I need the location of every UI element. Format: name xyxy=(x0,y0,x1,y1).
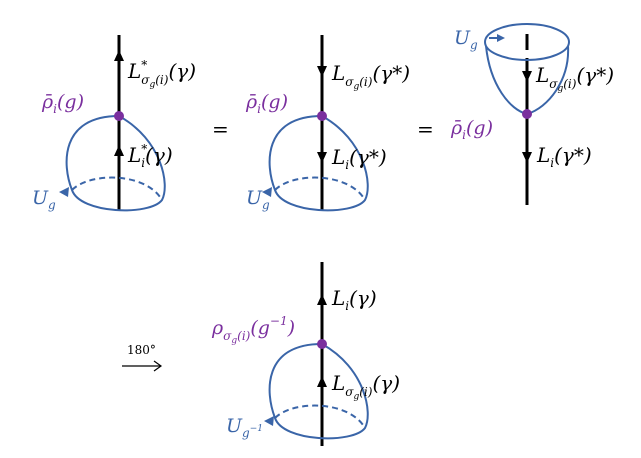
panel-2-vertex xyxy=(317,111,327,121)
panel-1-cap-back-edge xyxy=(71,176,163,201)
panel-1-cap-arrow-icon xyxy=(59,187,69,197)
panel-1-cap-label: Ug xyxy=(32,187,56,212)
panel-1-upper-label: L*σg(i)(γ) xyxy=(127,58,196,90)
equals-sign-2: = xyxy=(417,117,434,141)
panel-2-vertex-label: ρ̄i(g) xyxy=(245,91,288,116)
panel-1-cap-surface xyxy=(65,115,166,212)
panel-2-cap-label: Ug xyxy=(246,187,270,212)
rotation-arrow-head-icon xyxy=(153,360,163,372)
panel-3-vertex xyxy=(522,109,532,119)
panel-1-vertex-label: ρ̄i(g) xyxy=(41,91,84,116)
panel-3-cap-label: Ug xyxy=(454,27,478,52)
panel-3-vertex-label: ρ̄i(g) xyxy=(450,117,493,142)
panel-1-upper-arrow xyxy=(114,50,124,61)
equals-sign-1: = xyxy=(212,117,229,141)
panel-2: Lσg(i)(γ*) Li(γ*) ρ̄i(g) Ug xyxy=(245,35,410,212)
panel-3-cup-rim xyxy=(484,23,570,61)
panel-4: Li(γ) Lσg(i)(γ) ρσg(i)(g−1) Ug−1 xyxy=(211,262,400,446)
panel-4-cap-label: Ug−1 xyxy=(226,415,263,440)
panel-2-upper-label: Lσg(i)(γ*) xyxy=(331,61,410,92)
panel-2-upper-arrow xyxy=(317,66,327,77)
panel-3-lower-label: Li(γ*) xyxy=(536,143,592,170)
panel-3-upper-label: Lσg(i)(γ*) xyxy=(535,63,614,94)
panel-1-lower-label: L*i(γ) xyxy=(127,142,173,170)
rotation-arrow: 180° xyxy=(122,343,163,372)
panel-4-lower-label: Lσg(i)(γ) xyxy=(331,371,400,402)
panel-4-lower-arrow xyxy=(317,376,327,387)
panel-4-vertex-label: ρσg(i)(g−1) xyxy=(211,314,295,346)
panel-1-lower-arrow xyxy=(114,145,124,156)
panel-3-lower-arrow xyxy=(522,152,532,163)
panel-4-upper-arrow xyxy=(317,294,327,305)
panel-1-vertex xyxy=(114,111,124,121)
panel-4-cap-arrow-icon xyxy=(264,416,274,426)
panel-4-vertex xyxy=(317,339,327,349)
panel-2-cap-arrow-icon xyxy=(262,187,272,197)
panel-2-cap-back-edge xyxy=(274,176,366,201)
panel-2-lower-label: Li(γ*) xyxy=(331,145,387,172)
panel-3: Lσg(i)(γ*) Li(γ*) ρ̄i(g) Ug xyxy=(450,23,614,205)
panel-4-upper-label: Li(γ) xyxy=(331,286,377,313)
panel-2-cap-surface xyxy=(268,115,369,212)
panel-4-cap-surface xyxy=(268,343,369,440)
panel-3-cap-arrow-icon xyxy=(497,34,505,42)
rotation-label: 180° xyxy=(127,343,156,357)
panel-2-lower-arrow xyxy=(317,152,327,163)
panel-4-cap-back-edge xyxy=(274,404,366,429)
panel-1: L*σg(i)(γ) L*i(γ) ρ̄i(g) Ug xyxy=(32,35,196,212)
panel-3-upper-arrow xyxy=(522,71,532,82)
